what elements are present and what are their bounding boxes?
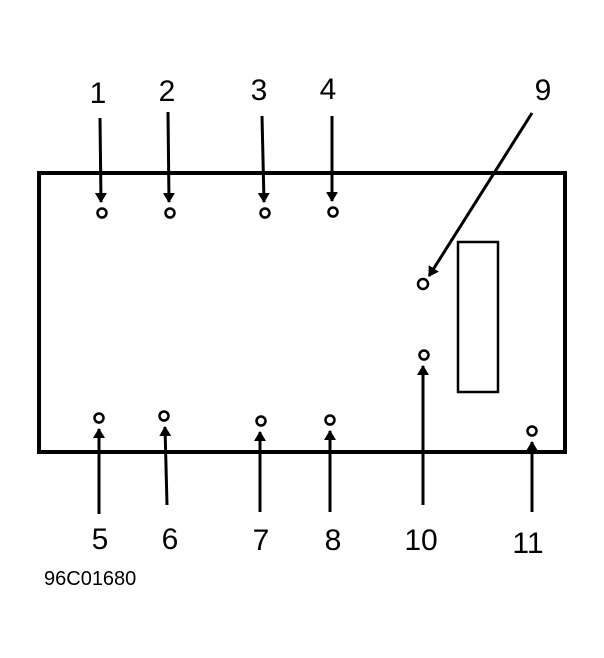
pin-7 xyxy=(254,415,267,512)
label-pin-7: 7 xyxy=(253,524,270,557)
label-pin-10: 10 xyxy=(404,524,437,557)
pin-3 xyxy=(257,115,271,219)
pin-4 xyxy=(326,116,339,218)
pin-1 xyxy=(94,117,108,219)
pin-10 xyxy=(417,349,430,505)
label-pin-6: 6 xyxy=(162,523,179,556)
label-pin-3: 3 xyxy=(251,74,268,107)
pin-9 xyxy=(416,112,534,291)
label-pin-5: 5 xyxy=(92,523,109,556)
label-pin-8: 8 xyxy=(325,524,342,557)
label-pin-9: 9 xyxy=(535,74,552,107)
pin-5 xyxy=(93,412,105,514)
connector-latch-slot xyxy=(456,240,500,394)
connector-body xyxy=(37,171,567,454)
pin-6 xyxy=(158,410,172,506)
pin-2 xyxy=(162,111,176,219)
label-pin-1: 1 xyxy=(90,77,107,110)
label-pin-11: 11 xyxy=(512,527,543,560)
pin-11 xyxy=(526,425,538,512)
label-pin-2: 2 xyxy=(159,75,176,108)
pin-8 xyxy=(324,414,336,512)
label-pin-4: 4 xyxy=(320,73,337,106)
figure-code: 96C01680 xyxy=(44,568,136,590)
